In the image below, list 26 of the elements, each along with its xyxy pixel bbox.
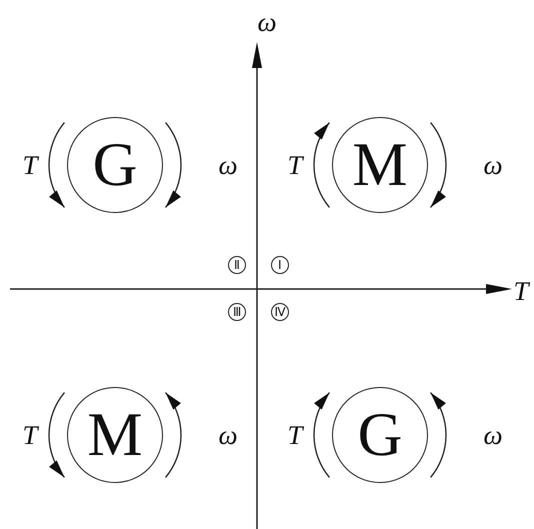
quadrant-number: Ⅳ	[274, 306, 286, 318]
machine-circle	[332, 117, 428, 213]
torque-label: T	[288, 422, 303, 448]
speed-label: ω	[218, 422, 238, 448]
machine-letter: M	[87, 404, 143, 466]
quadrant-number-circle	[271, 303, 289, 321]
machine-circle	[67, 117, 163, 213]
machine-letter: M	[352, 134, 408, 196]
quadrant-number: Ⅱ	[234, 259, 240, 271]
machine-letter: G	[92, 134, 138, 196]
quadrant-number-circle	[271, 256, 289, 274]
speed-label: ω	[218, 152, 238, 178]
axis-label: T	[514, 278, 529, 304]
machine-letter: G	[358, 404, 402, 466]
machine-circle	[332, 387, 428, 483]
quadrant-number: Ⅲ	[233, 306, 241, 318]
quadrant-number: Ⅰ	[278, 259, 282, 271]
torque-label: T	[288, 152, 303, 178]
machine-circle	[67, 387, 163, 483]
torque-label: T	[22, 152, 38, 178]
quadrant-number-circle	[228, 256, 246, 274]
speed-label: ω	[484, 152, 503, 178]
speed-label: ω	[484, 422, 503, 448]
torque-label: T	[22, 422, 38, 448]
quadrant-number-circle	[228, 303, 246, 321]
axis-label: ω	[258, 8, 277, 36]
